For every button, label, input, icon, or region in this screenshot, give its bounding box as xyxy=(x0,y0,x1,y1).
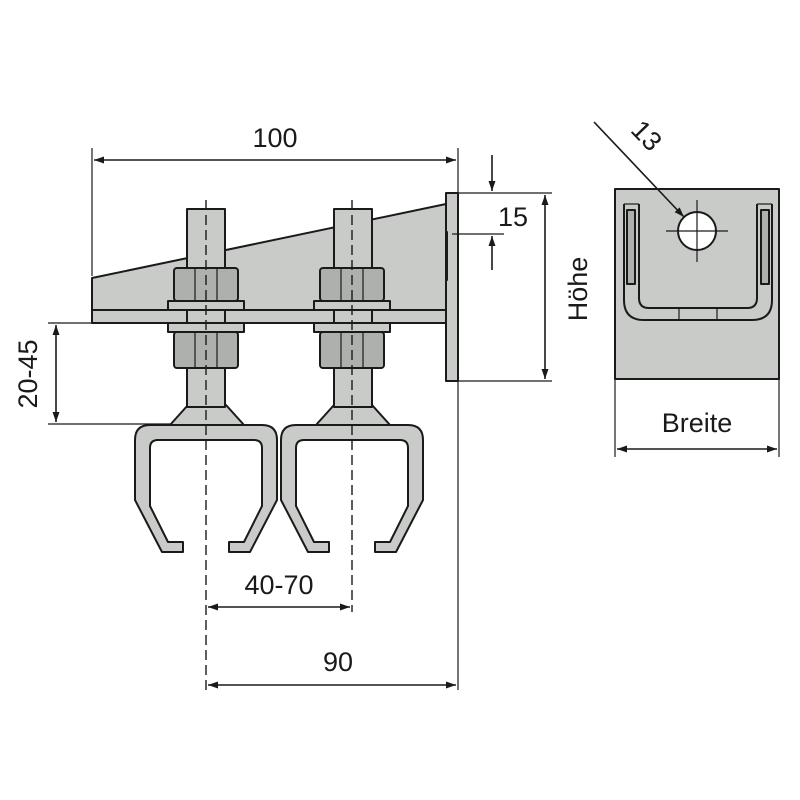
dimension-width-bottom-label: 90 xyxy=(323,647,353,677)
support-arm xyxy=(91,203,447,311)
dimension-width-bottom: 90 xyxy=(208,647,456,689)
dimension-plate-thickness: 15 xyxy=(452,155,552,270)
dimension-height: Höhe xyxy=(458,195,593,382)
hole-diameter-label: 13 xyxy=(625,115,667,157)
hole-leader xyxy=(593,121,685,218)
rail-left xyxy=(134,424,278,553)
dimension-plate-thickness-label: 15 xyxy=(498,202,528,232)
front-view: 13 Breite xyxy=(593,115,780,457)
dimension-breite-label: Breite xyxy=(662,408,733,438)
base-flange xyxy=(91,309,447,324)
dimension-spacing-label: 40-70 xyxy=(244,570,313,600)
dimension-width-top-label: 100 xyxy=(252,123,297,153)
dimension-breite: Breite xyxy=(614,379,780,457)
dimension-drop-label: 20-45 xyxy=(13,339,43,408)
side-view: 100 15 Höhe 20-45 40-70 xyxy=(13,123,593,690)
rail-right xyxy=(280,424,424,553)
wall-plate xyxy=(445,192,459,382)
dimension-drop: 20-45 xyxy=(13,322,170,425)
dimension-height-label: Höhe xyxy=(563,257,593,322)
slot-channel xyxy=(623,204,773,321)
dimension-spacing: 40-70 xyxy=(208,570,350,611)
dimension-width-top: 100 xyxy=(91,123,459,690)
